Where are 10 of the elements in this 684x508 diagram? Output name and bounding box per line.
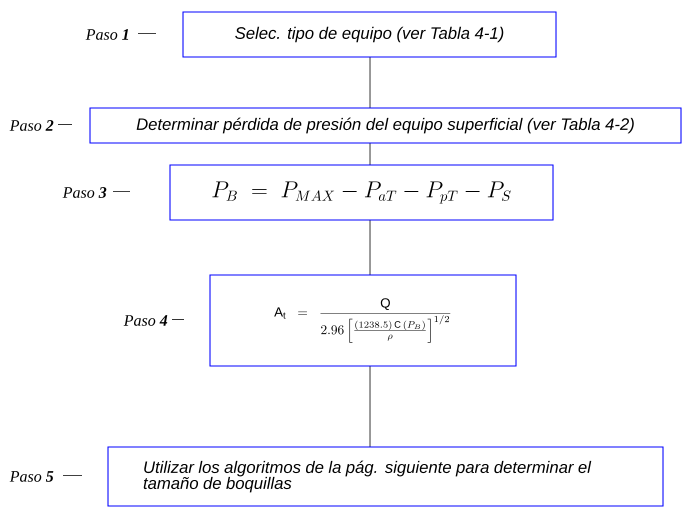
step-label: Paso 2 <box>10 120 54 131</box>
process-box: Determinar pérdida de presión del equipo superficial (ver Tabla 4-2) <box>89 107 682 144</box>
step-label: Paso 5 <box>10 471 54 482</box>
process-box: Selec. tipo de equipo (ver Tabla 4-1) <box>182 11 557 58</box>
step-label: Paso 1 <box>86 29 128 40</box>
formula-box: $P_{B} \;=\; P_{MAX} - P_{aT} - P_{pT} - P_{S}$ <box>169 164 554 221</box>
process-box: Utilizar los algoritmos de la pág. siguiente para determinar el tamaño de boquillas <box>107 446 664 507</box>
step-label: Paso 4 <box>124 315 168 326</box>
formula-box: $\mathrm{A}_{\mathrm{t}} \;\;=\;\; \frac{\mathrm{Q}}{2.96\left[\frac{(1238.5)\,\mathrm{C}\,(P_{B})}{\rho}\right]^{1/2}}$ <box>209 274 517 367</box>
step-label: Paso 3 <box>62 187 106 198</box>
